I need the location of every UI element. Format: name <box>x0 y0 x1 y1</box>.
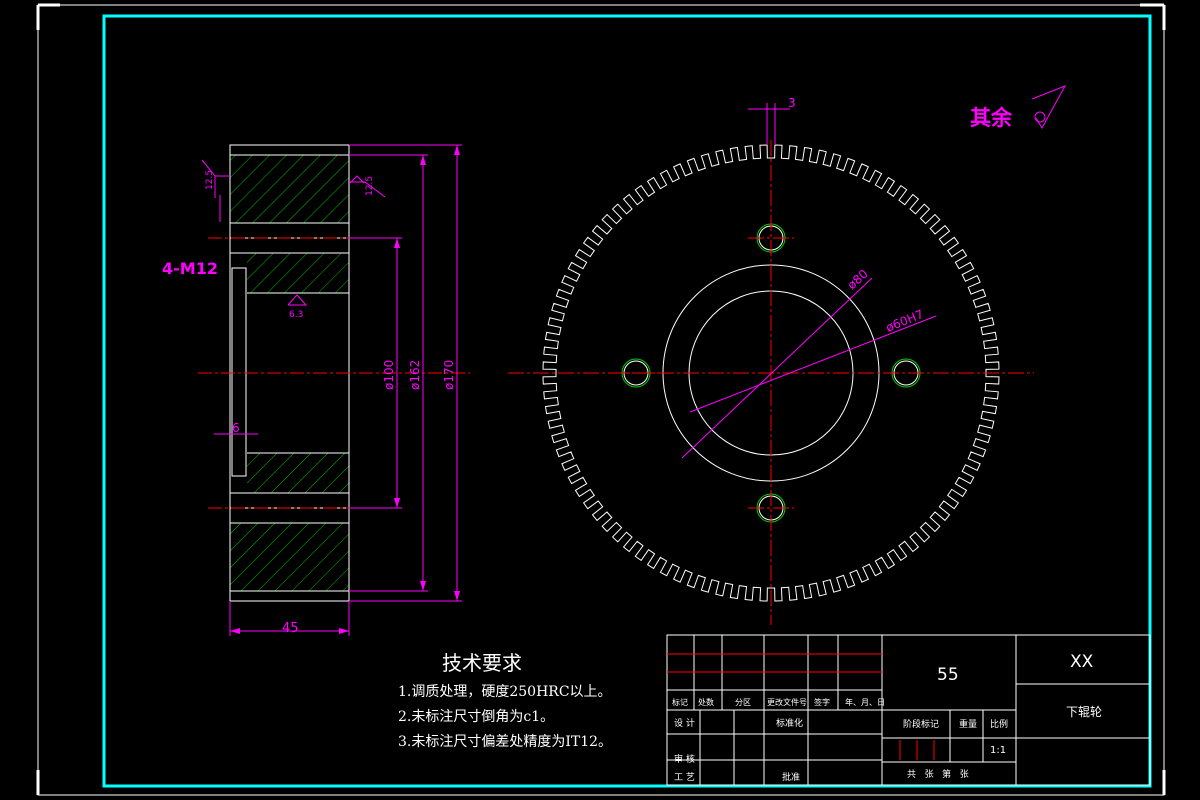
hdr-sign: 签字 <box>814 697 830 707</box>
stage-mark-label: 阶段标记 <box>903 718 939 730</box>
hatch-top <box>230 155 349 223</box>
drawing-frame <box>102 14 1152 788</box>
hdr-change: 更改文件号 <box>767 697 807 707</box>
tech-requirements: 技术要求 1.调质处理，硬度250HRC以上。 2.未标注尺寸倒角为c1。 3.… <box>398 651 612 750</box>
hdr-mark: 标记 <box>672 697 688 707</box>
hatch-hub-bottom <box>247 453 349 493</box>
review-label: 审 核 <box>674 753 695 765</box>
sheets-label: 共 张 第 张 <box>907 768 969 780</box>
approve-label: 批准 <box>782 771 800 783</box>
hdr-zone: 分区 <box>735 698 751 707</box>
gear-teeth <box>542 144 1000 602</box>
dim-d100: ø100 <box>382 360 396 390</box>
standard-label: 标准化 <box>776 717 803 729</box>
hdr-count: 处数 <box>698 697 714 707</box>
scale-label: 比例 <box>990 718 1008 730</box>
front-view: ø80 ø60H7 3 其余 <box>508 85 1067 625</box>
corner-ticks <box>36 3 1166 795</box>
dim-d162: ø162 <box>408 360 422 390</box>
roughness-left: 12.5 <box>205 170 215 190</box>
process-label: 工 艺 <box>674 772 695 783</box>
tech-item-3: 3.未标注尺寸偏差处精度为IT12。 <box>398 734 612 750</box>
hatch-bottom <box>230 523 349 591</box>
material: 55 <box>937 665 959 685</box>
dim-d170: ø170 <box>442 360 456 390</box>
title-block: 55 XX 下辊轮 标记 处数 分区 更改文件号 签字 年、月、日 设 计 标准… <box>666 634 1151 786</box>
weight-label: 重量 <box>959 718 977 730</box>
dim-slot: 3 <box>788 96 796 110</box>
design-label: 设 计 <box>674 717 695 729</box>
hdr-date: 年、月、日 <box>845 697 885 707</box>
dim-bore: ø60H7 <box>884 307 926 335</box>
thread-label: 4-M12 <box>162 259 218 278</box>
sheet-border <box>37 4 1165 796</box>
tech-item-2: 2.未标注尺寸倒角为c1。 <box>398 709 554 725</box>
company: XX <box>1070 652 1094 672</box>
gear-rim-outline <box>542 144 1000 602</box>
section-view: 4-M12 45 6 ø100 ø162 ø170 12.5 12.5 6.3 <box>162 144 470 636</box>
dim-groove: 6 <box>232 421 240 435</box>
hatch-hub-top <box>247 253 349 293</box>
tech-item-1: 1.调质处理，硬度250HRC以上。 <box>398 684 612 700</box>
scale-value: 1:1 <box>990 745 1006 756</box>
tech-title: 技术要求 <box>442 651 522 675</box>
dim-d80: ø80 <box>845 267 871 293</box>
dim-width: 45 <box>282 621 299 636</box>
roughness-bore: 6.3 <box>289 310 303 320</box>
surface-note: 其余 <box>970 105 1013 130</box>
part-name: 下辊轮 <box>1066 705 1102 719</box>
groove-recess <box>231 267 247 477</box>
roughness-right: 12.5 <box>365 176 375 196</box>
